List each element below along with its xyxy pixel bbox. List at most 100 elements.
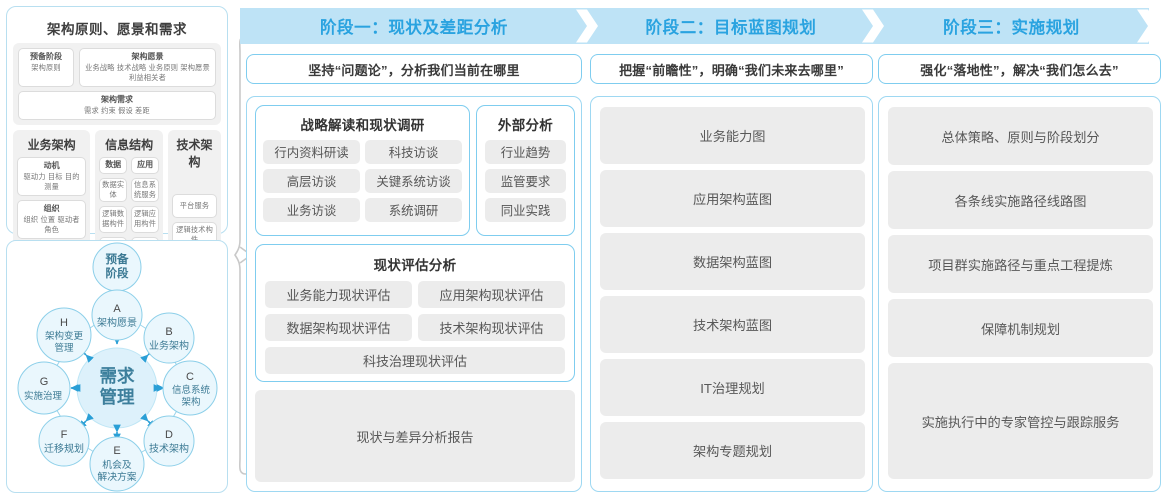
stage1-assessment-chip[interactable]: 业务能力现状评估 <box>265 281 412 308</box>
stage1-research-chip[interactable]: 系统调研 <box>365 198 462 222</box>
togaf-title: 架构原则、愿景和需求 <box>47 22 187 37</box>
stage1-assessment-chip[interactable]: 技术架构现状评估 <box>418 314 565 341</box>
togaf-cell-data-entity: 数据实体 <box>99 177 128 202</box>
svg-text:架构: 架构 <box>181 396 200 408</box>
cell-heading: 架构需求 <box>101 94 133 104</box>
stage1-research-chip[interactable]: 高层访谈 <box>263 169 360 193</box>
cell-items: 驱动力 目标 目的 测量 <box>23 171 80 191</box>
stage-banner-3-label: 阶段三：实施规划 <box>943 19 1080 37</box>
svg-text:解决方案: 解决方案 <box>97 470 136 483</box>
stage2-item[interactable]: 技术架构蓝图 <box>600 296 865 353</box>
stage2-panel: 业务能力图 应用架构蓝图 数据架构蓝图 技术架构蓝图 IT治理规划 架构专题规划 <box>590 96 873 492</box>
cell-items: 平台服务 <box>179 200 210 210</box>
stage-subtitle-3-label: 强化“落地性”，解决“我们怎么去” <box>920 62 1119 78</box>
stage1-report-chip[interactable]: 现状与差异分析报告 <box>255 390 575 482</box>
stage1-research-title: 战略解读和现状调研 <box>300 118 425 133</box>
stage3-item[interactable]: 各条线实施路径线路图 <box>888 171 1153 229</box>
togaf-cell-vision: 架构愿景 业务战略 技术战略 业务原则 架构愿景 利益相关者 <box>79 48 216 87</box>
togaf-group-organization: 组织 组织 位置 驱动者 角色 <box>17 199 87 239</box>
svg-text:F: F <box>61 429 68 441</box>
chevron-right-icon-2 <box>862 9 884 43</box>
adm-node-g <box>17 361 71 415</box>
stage2-item[interactable]: 数据架构蓝图 <box>600 233 865 290</box>
adm-node-a <box>91 289 143 341</box>
stage3-item[interactable]: 实施执行中的专家管控与跟踪服务 <box>888 363 1153 479</box>
stage1-research-chip[interactable]: 行内资料研读 <box>263 140 360 164</box>
togaf-cell-logical-app: 逻辑应用构件 <box>131 205 160 233</box>
svg-text:迁移规划: 迁移规划 <box>44 442 84 455</box>
togaf-subhead-application: 应用 <box>131 156 160 174</box>
togaf-requirements-section: 预备阶段 架构原则 架构愿景 业务战略 技术战略 业务原则 架构愿景 利益相关者… <box>13 43 221 125</box>
svg-text:架构愿景: 架构愿景 <box>97 316 137 329</box>
stage1-external-chip[interactable]: 行业趋势 <box>485 140 566 164</box>
cell-items: 架构原则 <box>31 62 61 72</box>
stage-banner-1-label: 阶段一：现状及差距分析 <box>319 19 509 37</box>
chevron-right-icon-3 <box>1137 9 1159 43</box>
stage3-item[interactable]: 项目群实施路径与重点工程提炼 <box>888 235 1153 293</box>
stage1-assessment-wide-chip[interactable]: 科技治理现状评估 <box>265 347 565 374</box>
togaf-cell-requirements: 架构需求 需求 约束 假设 差距 <box>18 90 216 120</box>
stage1-external-chip[interactable]: 同业实践 <box>485 198 566 222</box>
togaf-content-framework-card: 架构原则、愿景和需求 预备阶段 架构原则 架构愿景 业务战略 技术战略 业务原则… <box>6 6 228 341</box>
svg-text:信息系统: 信息系统 <box>172 384 211 396</box>
stage1-assessment-chip[interactable]: 应用架构现状评估 <box>418 281 565 308</box>
adm-node-f <box>38 415 90 467</box>
adm-node-prelim <box>92 242 142 292</box>
stage1-research-chip[interactable]: 科技访谈 <box>365 140 462 164</box>
togaf-cell-is-service: 信息系统服务 <box>131 177 160 202</box>
cell-items: 逻辑数据构件 <box>102 209 125 229</box>
stage2-item[interactable]: 业务能力图 <box>600 107 865 164</box>
column-title: 业务架构 <box>27 137 76 152</box>
stage1-assessment-title: 现状评估分析 <box>373 258 457 273</box>
svg-text:实施治理: 实施治理 <box>24 390 63 402</box>
stage-banner-row: 阶段一：现状及差距分析 阶段二：目标蓝图规划 阶段三：实施规划 <box>240 8 1161 44</box>
togaf-cell-logical-data: 逻辑数据构件 <box>99 205 128 233</box>
stage-banner-3[interactable]: 阶段三：实施规划 <box>874 8 1149 44</box>
adm-center-label-2: 管理 <box>100 387 135 407</box>
cell-items: 信息系统服务 <box>134 179 157 199</box>
cell-heading: 数据 <box>105 159 122 169</box>
stage1-research-chip[interactable]: 业务访谈 <box>263 198 360 222</box>
cell-heading: 架构愿景 <box>131 52 164 61</box>
column-title: 技术架构 <box>176 137 213 169</box>
stage-banner-1[interactable]: 阶段一：现状及差距分析 <box>240 8 588 44</box>
cell-items: 需求 约束 假设 差距 <box>84 105 150 115</box>
svg-text:预备: 预备 <box>106 252 129 266</box>
stage-subtitle-3: 强化“落地性”，解决“我们怎么去” <box>878 54 1161 84</box>
svg-text:C: C <box>186 371 194 383</box>
togaf-cell-platform-service: 平台服务 <box>172 193 217 218</box>
stage1-research-chip[interactable]: 关键系统访谈 <box>365 169 462 193</box>
cell-items: 数据实体 <box>102 179 125 199</box>
togaf-group-motivation: 动机 驱动力 目标 目的 测量 <box>17 156 87 196</box>
svg-text:H: H <box>60 317 68 329</box>
svg-text:管理: 管理 <box>54 342 74 354</box>
adm-center-label-1: 需求 <box>100 366 135 386</box>
stage2-item[interactable]: 架构专题规划 <box>600 422 865 479</box>
cell-items: 组织 位置 驱动者 角色 <box>23 214 80 234</box>
adm-cycle-card: 需求 管理 预备 阶段 <box>6 240 228 493</box>
cell-heading: 动机 <box>43 160 60 170</box>
cell-items: 逻辑应用构件 <box>134 209 157 229</box>
adm-node-b <box>143 312 195 364</box>
svg-text:阶段: 阶段 <box>106 266 129 280</box>
stage3-item[interactable]: 总体策略、原则与阶段划分 <box>888 107 1153 165</box>
stage1-assessment-card: 现状评估分析 业务能力现状评估 应用架构现状评估 数据架构现状评估 技术架构现状… <box>255 244 575 382</box>
cell-heading: 预备阶段 <box>30 52 62 61</box>
svg-text:机会及: 机会及 <box>102 458 132 471</box>
stage2-item[interactable]: IT治理规划 <box>600 359 865 416</box>
stage-subtitle-2-label: 把握“前瞻性”，明确“我们未来去哪里” <box>619 62 844 78</box>
stage2-item[interactable]: 应用架构蓝图 <box>600 170 865 227</box>
adm-node-d <box>143 415 195 467</box>
stage-subtitle-2: 把握“前瞻性”，明确“我们未来去哪里” <box>590 54 873 84</box>
togaf-cell-prelim: 预备阶段 架构原则 <box>18 48 74 87</box>
togaf-subhead-data: 数据 <box>99 156 128 174</box>
stage3-item[interactable]: 保障机制规划 <box>888 299 1153 357</box>
cell-heading: 应用 <box>137 159 154 169</box>
stage1-external-chip[interactable]: 监管要求 <box>485 169 566 193</box>
adm-node-e <box>89 436 145 492</box>
stage1-assessment-chip[interactable]: 数据架构现状评估 <box>265 314 412 341</box>
stage1-external-card: 外部分析 行业趋势 监管要求 同业实践 <box>476 105 575 236</box>
stage-banner-2[interactable]: 阶段二：目标蓝图规划 <box>588 8 874 44</box>
left-column: 架构原则、愿景和需求 预备阶段 架构原则 架构愿景 业务战略 技术战略 业务原则… <box>6 6 253 493</box>
